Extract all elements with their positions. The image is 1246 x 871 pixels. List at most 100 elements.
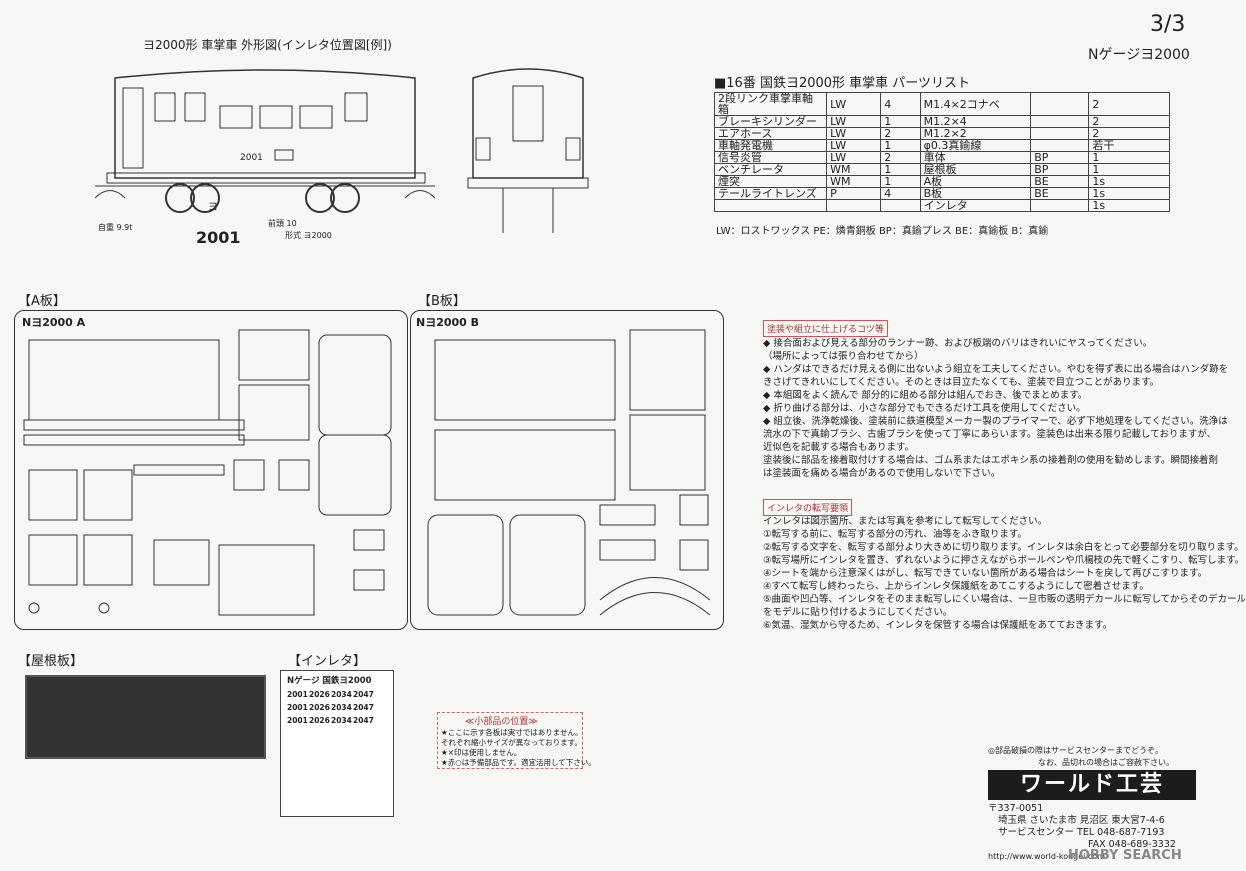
roof-label: 【屋根板】: [18, 654, 84, 669]
parts-cell: M1.2×2: [919, 127, 1032, 140]
parts-cell: 信号炎管: [713, 151, 828, 164]
parts-cell: [826, 199, 882, 212]
small-parts-line-1: ★ここに示す各板は実寸ではありません。: [441, 728, 583, 737]
drawing-title: ヨ2000形 車掌車 外形図(インレタ位置図[例]): [143, 38, 392, 52]
painting-line: ◆ 本組図をよく読んで 部分的に組める部分は組んでおき、後でまとめます。: [763, 390, 1088, 401]
painting-tips: ◆ 接合面および見える部分のランナー跡、および板端のバリはきれいにヤスってくださ…: [763, 337, 1228, 480]
parts-cell: [1030, 92, 1090, 116]
parts-cell: テールライトレンズ: [713, 187, 828, 200]
panel-a: [14, 310, 408, 630]
painting-line: は塗装面を痛める場合があるので使用しないで下さい。: [763, 468, 1001, 479]
parts-cell: LW: [826, 127, 882, 140]
parts-cell: LW: [826, 92, 882, 116]
inlet-sheet: [280, 670, 394, 817]
parts-cell: A板: [919, 175, 1032, 188]
painting-line: （場所によっては張り合わせてから）: [763, 351, 924, 362]
parts-cell: 2: [1088, 127, 1170, 140]
company-logo: ワールド工芸: [988, 770, 1196, 800]
watermark: HOBBY SEARCH: [1068, 848, 1182, 863]
parts-cell: [880, 199, 921, 212]
parts-cell: 1: [1088, 163, 1170, 176]
parts-cell: WM: [826, 175, 882, 188]
document-subtitle: Nゲージヨ2000: [1088, 47, 1190, 63]
parts-cell: 煙突: [713, 175, 828, 188]
transfer-line: をモデルに貼り付けるようにしてください。: [763, 607, 953, 618]
parts-cell: [713, 199, 828, 212]
transfer-line: ③転写場所にインレタを置き、ずれないように押さえながらボールペンや爪楊枝の先で軽…: [763, 555, 1245, 566]
parts-cell: 2: [1088, 115, 1170, 128]
label-type: 形式 ヨ2000: [285, 231, 332, 240]
parts-cell: BE: [1030, 187, 1090, 200]
parts-cell: 車軸発電機: [713, 139, 828, 152]
parts-cell: 1: [1088, 151, 1170, 164]
panel-b: [410, 310, 724, 630]
transfer-title: インレタの転写要領: [763, 499, 853, 516]
parts-cell: LW: [826, 139, 882, 152]
parts-cell: 2: [1088, 92, 1170, 116]
parts-cell: BE: [1030, 175, 1090, 188]
panel-b-parts-drawing: [427, 329, 711, 616]
parts-cell: P: [826, 187, 882, 200]
transfer-line: ④すべて転写し終わったら、上からインレタ保護紙をあてこするようにして密着させます…: [763, 581, 1149, 592]
parts-cell: 1: [880, 175, 921, 188]
parts-cell: エアホース: [713, 127, 828, 140]
parts-cell: φ0.3真鍮線: [919, 139, 1032, 152]
parts-cell: ベンチレータ: [713, 163, 828, 176]
parts-cell: 2段リンク車掌車軸箱: [713, 92, 828, 116]
parts-cell: 若干: [1088, 139, 1170, 152]
transfer-line: ②転写する文字を、転写する部分より大きめに切り取ります。インレタは余白をとって必…: [763, 542, 1244, 553]
parts-cell: 1s: [1088, 175, 1170, 188]
parts-cell: LW: [826, 115, 882, 128]
parts-cell: 1: [880, 115, 921, 128]
transfer-line: ⑤曲面や凹凸等、インレタをそのまま転写しにくい場合は、一旦市販の透明デカールに転…: [763, 594, 1246, 605]
inlet-number-grid: 2001202620342047 2001202620342047 200120…: [287, 690, 374, 725]
car-number-small: 2001: [240, 153, 263, 163]
painting-line: ◆ ハンダはできるだけ見える側に出ないよう組立を工夫してください。やむを得ず表に…: [763, 364, 1229, 375]
side-view-drawing: [94, 69, 436, 213]
parts-cell: BP: [1030, 151, 1090, 164]
panel-a-label: 【A板】: [18, 294, 66, 309]
service-note-1: ◎部品破損の際はサービスセンターまでどうぞ。: [988, 746, 1163, 755]
parts-cell: 4: [880, 187, 921, 200]
painting-line: 塗装後に部品を接着取付けする場合は、ゴム系またはエポキシ系の接着剤の使用を勧めし…: [763, 455, 1219, 466]
parts-cell: 2: [880, 151, 921, 164]
parts-cell: LW: [826, 151, 882, 164]
painting-line: きさげてきれいにしてください。そのときは目立たなくても、塗装で目立つことがありま…: [763, 377, 1160, 388]
small-parts-line-4: ★赤○は予備部品です。適宜活用して下さい。: [441, 758, 596, 767]
painting-line: 近似色を記載する場合もあります。: [763, 442, 915, 453]
parts-cell: M1.4×2コナベ: [919, 92, 1032, 116]
small-parts-line-2: それぞれ縮小サイズが異なっております。: [441, 738, 582, 747]
parts-cell: 屋根板: [919, 163, 1032, 176]
car-number-big: 2001: [196, 228, 241, 247]
parts-cell: [1030, 139, 1090, 152]
panel-b-title: Nヨ2000 B: [416, 316, 480, 329]
transfer-line: ④シートを端から注意深くはがし、転写できていない箇所がある場合はシートを戻して再…: [763, 568, 1208, 579]
panel-a-title: Nヨ2000 A: [22, 316, 86, 329]
parts-cell: 1: [880, 139, 921, 152]
small-parts-line-3: ★×印は使用しません。: [441, 748, 522, 757]
painting-line: 流水の下で真鍮ブラシ、古歯ブラシを使って丁寧にあらいます。塗装色は出来る限り記載…: [763, 429, 1217, 440]
painting-line: ◆ 接合面および見える部分のランナー跡、および板端のバリはきれいにヤスってくださ…: [763, 338, 1153, 349]
parts-cell: WM: [826, 163, 882, 176]
label-front: 前頭 10: [268, 219, 297, 228]
parts-cell: 4: [880, 92, 921, 116]
parts-cell: 1s: [1088, 199, 1170, 212]
roof-board: [25, 675, 266, 759]
parts-cell: 1s: [1088, 187, 1170, 200]
panel-a-parts-drawing: [23, 329, 392, 616]
parts-cell: B板: [919, 187, 1032, 200]
transfer-line: インレタは図示箇所、または写真を参考にして転写してください。: [763, 516, 1048, 527]
parts-cell: [1030, 127, 1090, 140]
parts-cell: [1030, 115, 1090, 128]
parts-cell: M1.2×4: [919, 115, 1032, 128]
parts-cell: ブレーキシリンダー: [713, 115, 828, 128]
company-address: 〒337-0051 埼玉県 さいたま市 見沼区 東大宮7-4-6 サービスセンタ…: [988, 803, 1176, 861]
parts-list-title: ■16番 国鉄ヨ2000形 車掌車 パーツリスト: [714, 76, 971, 91]
self-weight: 自重 9.9t: [98, 223, 133, 232]
